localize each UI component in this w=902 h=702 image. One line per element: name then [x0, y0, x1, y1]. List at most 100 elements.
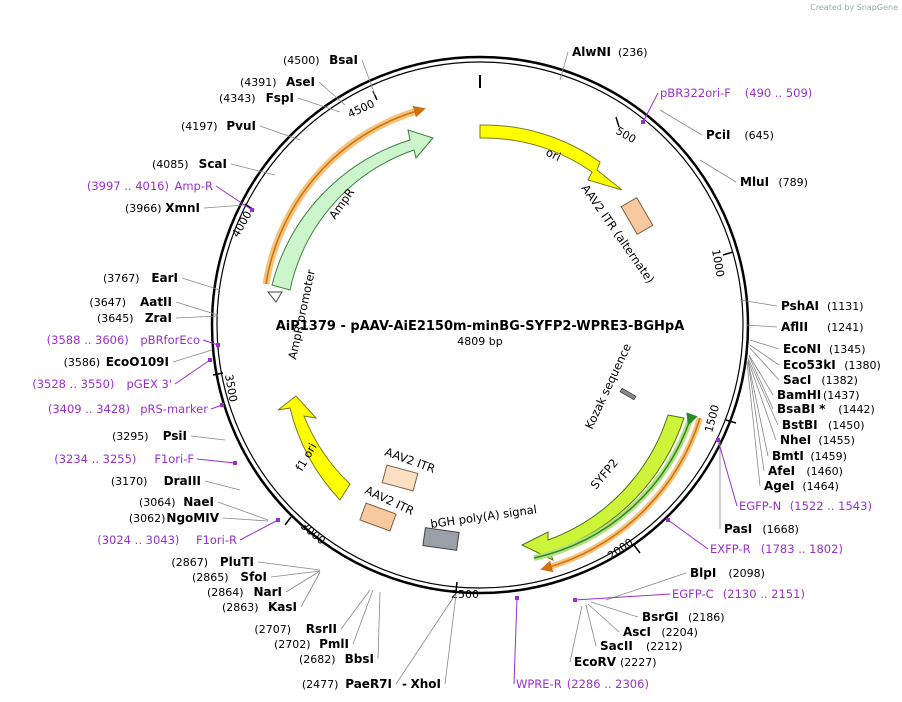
site-leader-left [230, 163, 276, 176]
primer-name-left: F1ori-R [196, 533, 237, 547]
primer-range-right: (490 .. 509) [745, 86, 813, 100]
tick-label-3500: 3500 [222, 373, 240, 403]
primer-site-right [666, 518, 670, 522]
site-leader-left [217, 501, 269, 521]
site-name-left: EarI [151, 271, 178, 285]
site-name-left: ScaI [199, 157, 227, 171]
tick-2500 [455, 581, 458, 593]
site-name-left: SfoI [240, 570, 267, 584]
site-name-right: EcoNI [783, 342, 821, 356]
tick-label-1500: 1500 [702, 403, 722, 433]
site-leader-lines [172, 51, 780, 685]
site-pos-right: (2227) [620, 656, 657, 669]
site-leader-left [172, 349, 213, 363]
site-name-left: FspI [266, 91, 294, 105]
site-leader-left [257, 561, 321, 571]
site-leader-right [587, 603, 620, 633]
site-leader-right [747, 359, 777, 441]
tick-1500 [725, 419, 737, 424]
primer-leader-right [667, 519, 709, 550]
site-name-left: XmnI [165, 201, 200, 215]
site-name-left: XhoI [410, 677, 441, 691]
site-pos-right: (1459) [810, 450, 847, 463]
primer-range-left: (3024 .. 3043) [97, 533, 179, 547]
primer-range-left: (3409 .. 3428) [48, 402, 130, 416]
primer-name-right: EXFP-R [710, 542, 751, 556]
bgh-label: bGH poly(A) signal [429, 502, 537, 531]
ori-arrow [479, 124, 623, 191]
primer-range-left: (3997 .. 4016) [87, 179, 169, 193]
site-leader-right [699, 159, 737, 183]
site-leader-right [748, 355, 774, 410]
site-pos-left: (4343) [219, 92, 256, 105]
site-leader-left [340, 589, 371, 630]
site-pos-left: (3062) [129, 512, 166, 525]
site-pos-right: (2204) [661, 626, 698, 639]
site-name-right: PshAI [781, 299, 819, 313]
site-leader-right [749, 339, 780, 350]
site-pos-left: (4197) [181, 120, 218, 133]
primer-leader-left [215, 185, 253, 211]
tick-1000 [722, 251, 734, 256]
site-name-right: NheI [780, 433, 811, 447]
tick-3500 [212, 372, 224, 376]
tick-label-500: 500 [614, 124, 639, 146]
snapgene-credit: Created by SnapGene [810, 3, 898, 12]
site-name-right: SacII [600, 639, 633, 653]
site-name-left: NarI [253, 585, 282, 599]
tick-label-4000: 4000 [229, 209, 254, 240]
bgh-box [422, 527, 460, 551]
site-leader-right [585, 604, 597, 647]
site-pos-left: (2477) [302, 678, 339, 691]
site-name-right: BamHI [777, 388, 821, 402]
site-name-right: AscI [623, 625, 651, 639]
itr-alt-box [620, 196, 654, 236]
site-leader-right [745, 324, 778, 328]
site-leader-right [749, 347, 780, 381]
kozak-box [619, 387, 637, 401]
primer-leader-right [642, 92, 659, 123]
site-name-left: NaeI [183, 495, 214, 509]
site-name-left: BsaI [329, 53, 358, 67]
primer-name-left: pRS-marker [140, 402, 208, 416]
site-name-right: PasI [724, 522, 752, 536]
primer-range-left: (3588 .. 3606) [47, 333, 129, 347]
site-name-left: AatII [140, 295, 172, 309]
site-pos-left: (2682) [299, 653, 336, 666]
backbone-inner [216, 61, 744, 589]
site-leader-left [377, 591, 381, 660]
primer-range-left: (3234 .. 3255) [54, 452, 136, 466]
site-pos-left: (4085) [152, 158, 189, 171]
primer-site-left [250, 208, 254, 212]
tick-500 [615, 116, 620, 128]
kozak-label: Kozak sequence [582, 341, 634, 431]
site-name-right: AgeI [764, 479, 794, 493]
site-name-right: BlpI [690, 566, 716, 580]
tick-label-2500: 2500 [451, 588, 479, 601]
site-name-left: PsiI [163, 429, 187, 443]
primer-site-right [641, 120, 645, 124]
site-leader-left [203, 204, 246, 209]
primer-range-left: (3528 .. 3550) [32, 377, 114, 391]
primer-name-right: EGFP-C [672, 587, 714, 601]
primer-site-left [208, 358, 212, 362]
primer-site-left [220, 403, 224, 407]
site-leader-right [739, 299, 778, 307]
site-leader-right [747, 357, 779, 426]
site-leader-left [395, 594, 456, 685]
site-pos-right: (2212) [646, 640, 683, 653]
site-pos-right: (1131) [827, 300, 864, 313]
site-pos-left: (3647) [89, 296, 126, 309]
site-pos-left: (2864) [207, 586, 244, 599]
site-name-left: PvuI [226, 119, 256, 133]
site-pos-left: (3170) [111, 475, 148, 488]
site-leader-left [352, 589, 374, 645]
ampr-arrow [271, 129, 434, 291]
site-leader-left [297, 97, 341, 113]
site-leader-right [746, 361, 761, 487]
f1ori-arrow [277, 395, 351, 501]
syfp2-label: SYFP2 [588, 456, 621, 492]
site-pos-left: (3064) [139, 496, 176, 509]
site-pos-right: (1437) [823, 389, 860, 402]
primer-name-right: WPRE-R [516, 677, 562, 691]
